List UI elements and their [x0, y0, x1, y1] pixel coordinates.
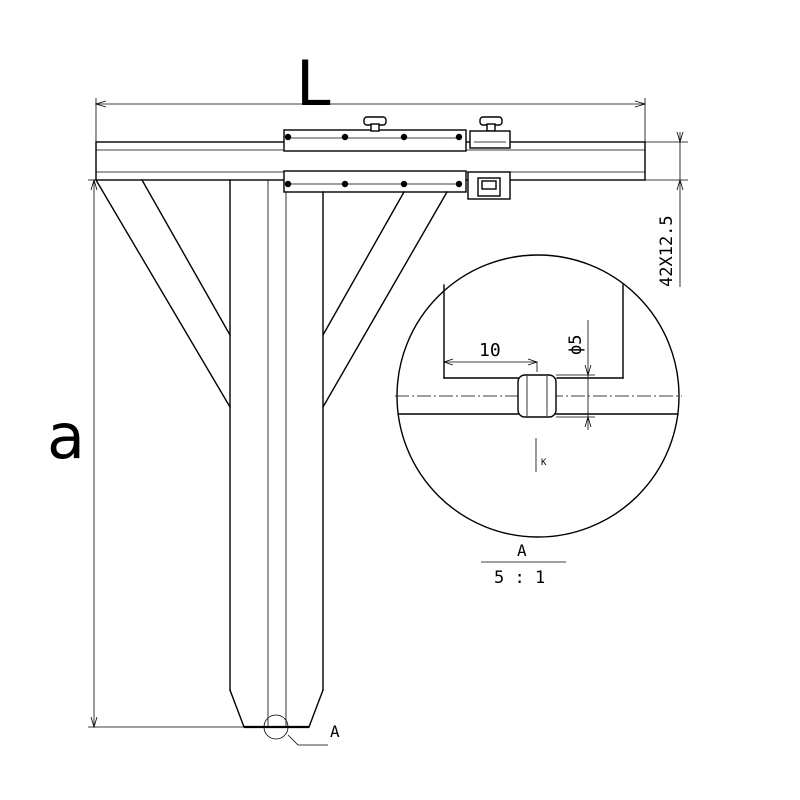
profile-label: 42X12.5	[657, 215, 677, 287]
left-brace	[95, 179, 231, 408]
detail-view: 10 ϕ5 K	[395, 254, 682, 538]
sliding-jaw	[283, 129, 467, 193]
dimension-length: L	[94, 47, 647, 142]
right-brace	[322, 191, 448, 408]
dimension-height: a	[47, 178, 248, 729]
fine-adjust-block	[467, 130, 511, 200]
dimension-profile: 42X12.5	[645, 131, 688, 287]
detail-callout: A	[263, 714, 340, 746]
locking-screw-right	[479, 116, 503, 132]
dim-10-label: 10	[479, 340, 501, 361]
detail-scale-label: 5 : 1	[494, 568, 545, 588]
detail-title: A 5 : 1	[481, 541, 566, 588]
dim-phi5-label: ϕ5	[566, 335, 586, 355]
detail-id-label: A	[517, 541, 527, 560]
vertical-stem	[229, 179, 324, 729]
k-label: K	[541, 458, 547, 468]
callout-label: A	[330, 722, 340, 741]
height-label: a	[47, 400, 85, 473]
locking-screw-left	[363, 116, 387, 132]
length-label: L	[296, 47, 331, 120]
